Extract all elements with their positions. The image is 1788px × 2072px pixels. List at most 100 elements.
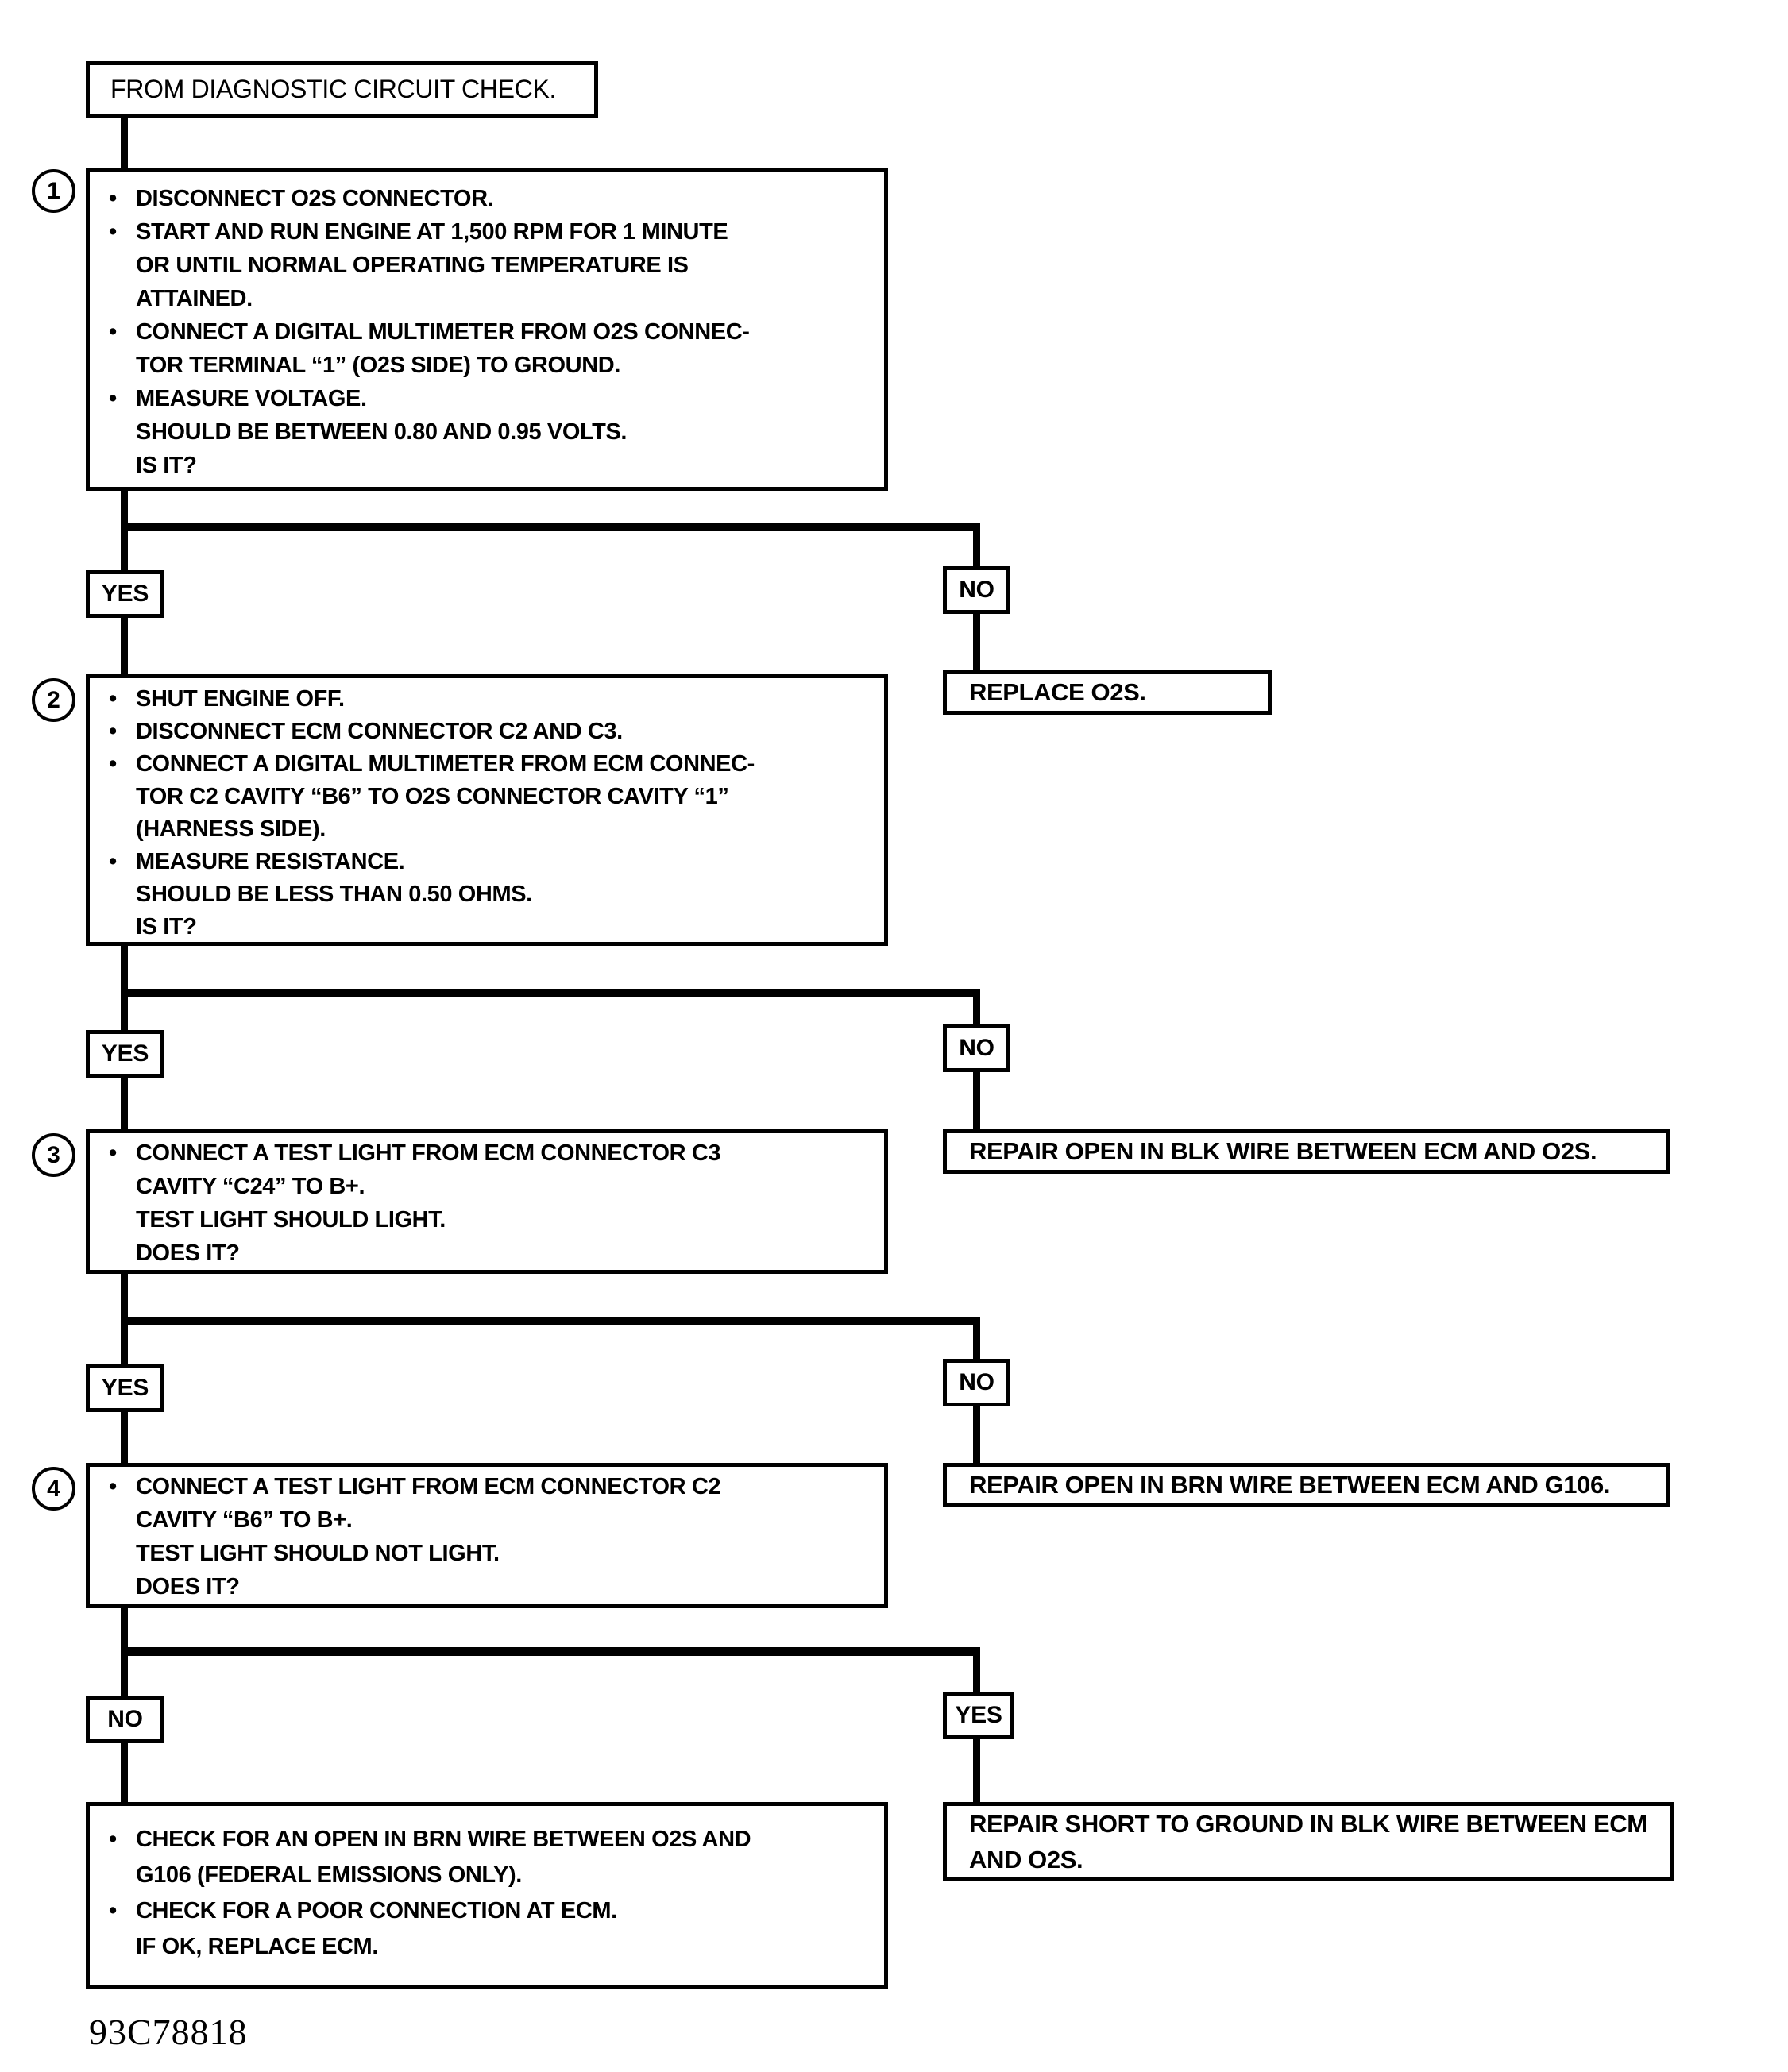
step2-box: • SHUT ENGINE OFF. • DISCONNECT ECM CONNEC… — [86, 674, 888, 946]
step2-line-text: SHUT ENGINE OFF. — [136, 686, 345, 712]
connector-step1-stub — [121, 491, 128, 526]
bullet-icon — [104, 1858, 136, 1893]
result-replace-o2s-box: REPLACE O2S. — [943, 670, 1272, 715]
connector-step2-split-bar — [121, 989, 980, 997]
final-check-line: G106 (FEDERAL EMISSIONS ONLY). — [104, 1858, 873, 1893]
bullet-icon: • — [109, 319, 117, 345]
step2-line: TOR C2 CAVITY “B6” TO O2S CONNECTOR CAVI… — [104, 781, 873, 813]
connector-step3-split-bar — [121, 1317, 980, 1325]
step1-line-text: OR UNTIL NORMAL OPERATING TEMPERATURE IS — [136, 253, 689, 278]
bullet-icon — [104, 349, 136, 382]
figure-code: 93C78818 — [89, 2011, 248, 2053]
step1-line-text: START AND RUN ENGINE AT 1,500 RPM FOR 1 … — [136, 219, 728, 245]
bullet-icon: • — [109, 751, 117, 777]
result-repair-open-blk-text: REPAIR OPEN IN BLK WIRE BETWEEN ECM AND … — [969, 1137, 1597, 1165]
bullet-icon — [104, 1570, 136, 1603]
bullet-icon: • — [109, 1898, 117, 1923]
step2-line-text: DISCONNECT ECM CONNECTOR C2 AND C3. — [136, 719, 623, 744]
step1-line-text: MEASURE VOLTAGE. — [136, 386, 367, 411]
step1-line: • MEASURE VOLTAGE. — [104, 382, 873, 415]
connector-step3-no-drop — [973, 1325, 980, 1359]
connector-step1-no-drop — [973, 531, 980, 566]
step2-line: •CONNECT A DIGITAL MULTIMETER FROM ECM C… — [104, 748, 873, 781]
step4-line: TEST LIGHT SHOULD NOT LIGHT. — [104, 1537, 873, 1570]
step3-number-circle: 3 — [32, 1133, 75, 1177]
step2-no-label: NO — [943, 1024, 1010, 1072]
bullet-icon: • — [109, 386, 117, 411]
bullet-icon — [104, 1170, 136, 1203]
bullet-icon — [104, 415, 136, 449]
step4-line: DOES IT? — [104, 1570, 873, 1603]
step3-line: DOES IT? — [104, 1237, 873, 1270]
step2-yes-label: YES — [86, 1030, 164, 1078]
step3-line: • CONNECT A TEST LIGHT FROM ECM CONNECTOR… — [104, 1136, 873, 1170]
step3-box: • CONNECT A TEST LIGHT FROM ECM CONNECTOR… — [86, 1129, 888, 1274]
bullet-icon — [104, 1503, 136, 1537]
step3-line-text: DOES IT? — [136, 1240, 240, 1266]
step1-line-text: ATTAINED. — [136, 286, 253, 311]
bullet-icon — [104, 878, 136, 911]
step2-line: •MEASURE RESISTANCE. — [104, 846, 873, 878]
step3-yes-label: YES — [86, 1364, 164, 1412]
step2-line: SHOULD BE LESS THAN 0.50 OHMS. — [104, 878, 873, 911]
connector-step4-yes-to-result — [973, 1739, 980, 1802]
final-check-line: IF OK, REPLACE ECM. — [104, 1929, 873, 1965]
step1-line: SHOULD BE BETWEEN 0.80 AND 0.95 VOLTS. — [104, 415, 873, 449]
step1-line: •DISCONNECT O2S CONNECTOR. — [104, 182, 873, 215]
bullet-icon — [104, 282, 136, 315]
step2-line: • SHUT ENGINE OFF. — [104, 683, 873, 716]
connector-step2-yes-drop — [121, 997, 128, 1030]
connector-step1-split-bar — [121, 523, 980, 531]
connector-step2-no-to-result — [973, 1072, 980, 1129]
bullet-icon: • — [109, 1140, 117, 1166]
step1-number-circle: 1 — [32, 169, 75, 213]
final-check-box: •CHECK FOR AN OPEN IN BRN WIRE BETWEEN O… — [86, 1802, 888, 1989]
bullet-icon: • — [109, 719, 117, 744]
step4-line-text: CAVITY “B6” TO B+. — [136, 1507, 353, 1533]
connector-start-to-step1 — [121, 118, 128, 168]
bullet-icon — [104, 1203, 136, 1237]
bullet-icon — [104, 781, 136, 813]
step1-line-text: TOR TERMINAL “1” (O2S SIDE) TO GROUND. — [136, 353, 620, 378]
yes-text: YES — [955, 1702, 1002, 1728]
connector-step1-yes-drop — [121, 531, 128, 570]
result-repair-open-brn-text: REPAIR OPEN IN BRN WIRE BETWEEN ECM AND … — [969, 1471, 1611, 1499]
step4-line-text: TEST LIGHT SHOULD NOT LIGHT. — [136, 1541, 500, 1566]
step1-yes-label: YES — [86, 570, 164, 618]
figure-code-text: 93C78818 — [89, 2012, 248, 2052]
no-text: NO — [959, 577, 994, 603]
step2-line-text: SHOULD BE LESS THAN 0.50 OHMS. — [136, 882, 532, 907]
final-check-line-text: IF OK, REPLACE ECM. — [136, 1934, 378, 1959]
final-check-line: •CHECK FOR AN OPEN IN BRN WIRE BETWEEN O… — [104, 1822, 873, 1858]
step1-no-label: NO — [943, 566, 1010, 614]
bullet-icon — [104, 449, 136, 482]
step3-line-text: CAVITY “C24” TO B+. — [136, 1174, 365, 1199]
no-text: NO — [959, 1035, 994, 1061]
yes-text: YES — [101, 581, 149, 607]
step3-line-text: CONNECT A TEST LIGHT FROM ECM CONNECTOR … — [136, 1140, 721, 1166]
connector-step3-yes-to-step4 — [121, 1412, 128, 1463]
step2-line-text: TOR C2 CAVITY “B6” TO O2S CONNECTOR CAVI… — [136, 784, 729, 809]
bullet-icon: • — [109, 1827, 117, 1852]
final-check-line-text: CHECK FOR A POOR CONNECTION AT ECM. — [136, 1898, 617, 1923]
connector-step4-no-to-final — [121, 1743, 128, 1802]
yes-text: YES — [101, 1040, 149, 1067]
bullet-icon — [104, 1537, 136, 1570]
connector-step3-stub — [121, 1274, 128, 1317]
step2-line: IS IT? — [104, 911, 873, 943]
step2-number-circle: 2 — [32, 678, 75, 722]
result-repair-open-blk-box: REPAIR OPEN IN BLK WIRE BETWEEN ECM AND … — [943, 1129, 1670, 1174]
step1-line: IS IT? — [104, 449, 873, 482]
step4-number-circle: 4 — [32, 1467, 75, 1511]
step3-line: CAVITY “C24” TO B+. — [104, 1170, 873, 1203]
step1-line: ATTAINED. — [104, 282, 873, 315]
connector-step4-stub — [121, 1608, 128, 1647]
bullet-icon: • — [109, 686, 117, 712]
step1-line-text: IS IT? — [136, 453, 197, 478]
bullet-icon: • — [109, 186, 117, 211]
step3-line-text: TEST LIGHT SHOULD LIGHT. — [136, 1207, 446, 1233]
step1-line-text: SHOULD BE BETWEEN 0.80 AND 0.95 VOLTS. — [136, 419, 628, 445]
step2-line-text: (HARNESS SIDE). — [136, 816, 326, 842]
step2-line-text: MEASURE RESISTANCE. — [136, 849, 405, 874]
connector-step2-yes-to-step3 — [121, 1078, 128, 1129]
